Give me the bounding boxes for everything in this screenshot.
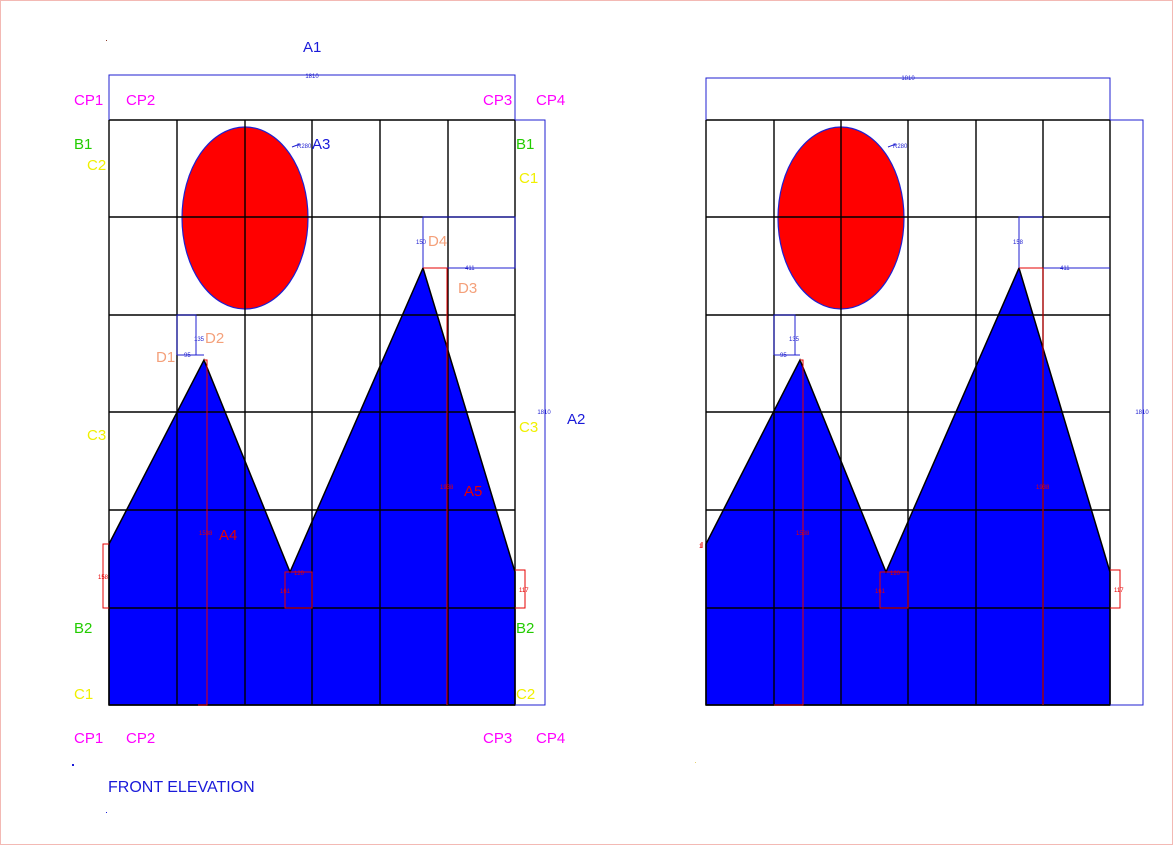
left-dim-valley-height: 161 [280,589,291,595]
label-a3: A3 [312,136,330,153]
label-b2-left: B2 [74,620,92,637]
right-dim-peak2-height: 1938 [1036,485,1050,491]
label-cp4-bottom: CP4 [536,730,565,747]
right-red-dimensions [701,267,1121,706]
label-a2: A2 [567,411,585,428]
label-cp2-bottom: CP2 [126,730,155,747]
label-d1: D1 [156,349,175,366]
left-elevation-drawing: 1810 1810 R280 150 411 135 95 158 120 16… [72,39,585,813]
label-c2-left: C2 [87,157,106,174]
label-cp3-top: CP3 [483,92,512,109]
label-d4: D4 [428,233,447,250]
label-c1-right: C1 [519,170,538,187]
label-b1-right: B1 [516,136,534,153]
left-dim-valley: 120 [294,571,305,577]
label-c3-left: C3 [87,427,106,444]
label-cp1-top: CP1 [74,92,103,109]
right-dim-peak1-height: 1538 [796,531,810,537]
right-dim-valley: 120 [890,571,901,577]
label-cp1-bottom: CP1 [74,730,103,747]
left-red-dimensions [102,267,526,706]
right-dim-d4: 158 [1013,240,1024,246]
label-a4: A4 [219,527,237,544]
label-d2: D2 [205,330,224,347]
label-c3-right: C3 [519,419,538,436]
left-blue-dimensions [108,74,546,706]
label-b2-right: B2 [516,620,534,637]
left-dim-d1: 95 [184,353,191,359]
left-dim-width: 1810 [305,74,319,80]
left-dim-left-height: 158 [98,575,109,581]
label-c2-right: C2 [516,686,535,703]
label-a1: A1 [303,39,321,56]
left-dim-peak1-height: 1538 [199,531,213,537]
left-dim-d3: 411 [465,266,475,272]
label-cp3-bottom: CP3 [483,730,512,747]
right-dim-d3: 411 [1060,266,1070,272]
right-dim-radius: R280 [893,144,908,150]
right-dim-d1: 95 [780,353,787,359]
label-d3: D3 [458,280,477,297]
right-elevation-drawing: 1810 1810 R280 158 411 135 95 1 120 161 … [695,76,1149,763]
label-cp4-top: CP4 [536,92,565,109]
right-dim-valley-height: 161 [875,589,886,595]
right-dim-width: 1810 [901,76,915,82]
label-c1-left: C1 [74,686,93,703]
label-a5: A5 [464,483,482,500]
label-b1-left: B1 [74,136,92,153]
left-dim-peak2-height: 1938 [440,485,454,491]
right-dim-height: 1810 [1135,410,1149,416]
left-dim-d2: 135 [194,337,205,343]
caption-front-elevation: FRONT ELEVATION [108,779,255,796]
right-dim-right-height: 117 [1114,588,1124,594]
right-dim-left-height: 1 [699,544,703,550]
right-blue-dimensions [705,77,1144,706]
label-cp2-top: CP2 [126,92,155,109]
left-dim-right-height: 117 [519,588,529,594]
right-dim-d2: 135 [789,337,800,343]
left-dim-d4: 150 [416,240,427,246]
left-dim-height: 1810 [537,410,551,416]
left-dim-radius: R280 [297,144,312,150]
